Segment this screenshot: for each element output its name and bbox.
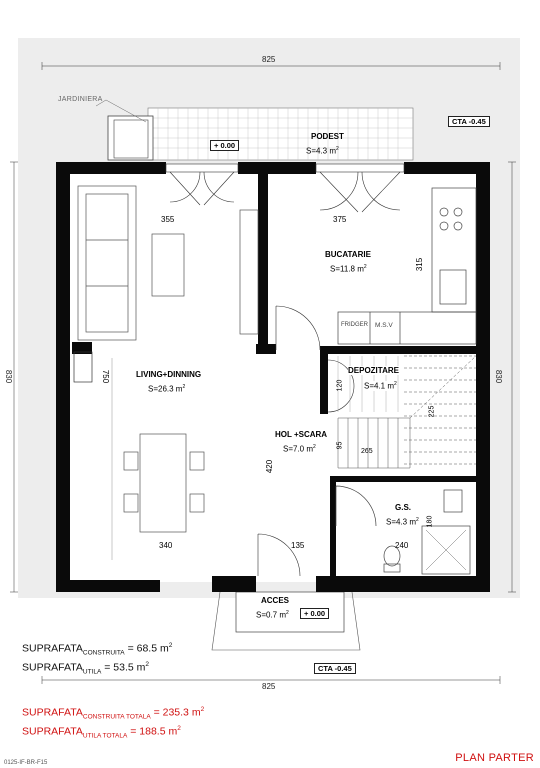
fridge-label: FRIDGER	[341, 322, 368, 328]
room-storage-area: S=4.1 m2	[364, 381, 397, 391]
room-landing-name: PODEST	[311, 132, 344, 141]
planter-label: JARDINIERA	[58, 96, 103, 103]
planter	[95, 99, 154, 161]
room-bath-name: G.S.	[395, 503, 412, 512]
dim-hall-width: 135	[291, 541, 305, 550]
usable-area-total-line: SUPRAFATAUTILA TOTALA = 188.5 m2	[22, 725, 181, 740]
dim-bath-width: 240	[395, 541, 409, 550]
built-area-total-line: SUPRAFATACONSTRUITA TOTALA = 235.3 m2	[22, 706, 205, 721]
dim-living-width-top: 355	[161, 215, 175, 224]
dim-kitchen-depth: 315	[415, 257, 425, 272]
stove-block	[73, 351, 93, 383]
room-kitchen-name: BUCATARIE	[325, 250, 371, 259]
room-entrance-name: ACCES	[261, 596, 290, 605]
front-door	[257, 533, 301, 577]
ground-elevation-top: CTA -0.45	[448, 116, 490, 127]
bathroom-fixtures	[335, 485, 471, 575]
entrance-elevation: + 0.00	[300, 608, 330, 619]
landing-elevation: + 0.00	[210, 140, 240, 151]
overall-depth-left: 830	[4, 369, 14, 384]
ground-elevation-bottom: CTA -0.45	[314, 663, 356, 674]
dishwasher-label: M.S.V	[375, 322, 393, 329]
fireplace-column	[72, 342, 92, 354]
dim-stair-step: 95	[336, 441, 344, 450]
overall-width-bottom: 825	[262, 682, 276, 691]
exterior-walls	[56, 162, 490, 592]
built-area-line: SUPRAFATACONSTRUITA = 68.5 m2	[22, 642, 173, 657]
room-entrance-area: S=0.7 m2	[256, 610, 289, 620]
dining-set	[123, 433, 205, 533]
rear-door-kitchen	[315, 163, 405, 213]
storage-door	[327, 359, 355, 413]
tv-unit	[239, 209, 259, 335]
drawing-code: 0125-IF-BR-F15	[4, 760, 48, 766]
landing-paving	[147, 107, 414, 161]
hall-door	[275, 305, 321, 351]
room-storage-name: DEPOZITARE	[348, 366, 399, 375]
rear-door-living	[165, 163, 239, 206]
dimension-lines	[10, 62, 516, 684]
overall-width-top: 825	[262, 55, 276, 64]
room-landing-area: S=4.3 m2	[306, 146, 339, 156]
dim-kitchen-width: 375	[333, 215, 347, 224]
dim-bath-depth: 180	[426, 515, 434, 528]
dim-hall-depth: 420	[265, 459, 275, 474]
room-living-area: S=26.3 m2	[148, 384, 186, 394]
staircase	[337, 355, 477, 469]
interior-walls	[256, 174, 476, 580]
kitchen-counter	[337, 187, 477, 345]
dim-storage-depth: 120	[336, 379, 344, 392]
usable-area-line: SUPRAFATAUTILA = 53.5 m2	[22, 661, 149, 676]
room-hall-name: HOL +SCARA	[275, 430, 328, 439]
room-living-name: LIVING+DINNING	[136, 370, 202, 379]
dim-hall-stair: 265	[361, 448, 373, 455]
coffee-table	[151, 233, 185, 297]
dim-living-width-bottom: 340	[159, 541, 173, 550]
room-bath-area: S=4.3 m2	[386, 517, 419, 527]
room-kitchen-area: S=11.8 m2	[330, 264, 367, 274]
sheet-title: PLAN PARTER	[455, 752, 534, 764]
overall-depth-right: 830	[494, 369, 504, 384]
room-hall-area: S=7.0 m2	[283, 444, 316, 454]
interior-floor	[65, 170, 485, 582]
sofa	[77, 185, 137, 341]
dim-living-depth: 750	[101, 369, 111, 384]
dim-stair-width: 225	[428, 405, 436, 418]
